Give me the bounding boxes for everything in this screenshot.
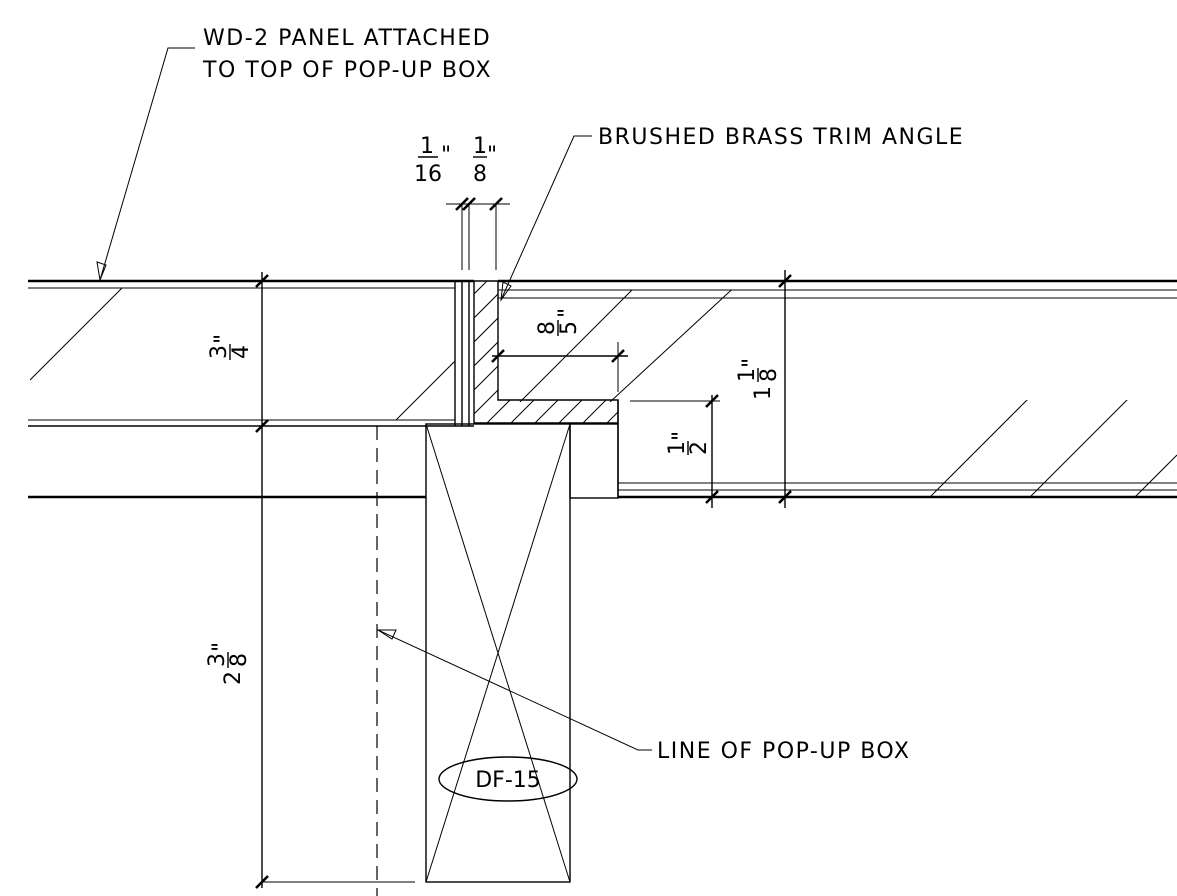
dim-num: 1 [665, 441, 690, 455]
dim-num: 1 [420, 134, 434, 159]
dim-den: 8 [227, 653, 252, 667]
dim-den: 8 [473, 162, 487, 187]
right-panel-hatch [519, 290, 733, 402]
dim-gap [446, 197, 510, 270]
dim-right-depth: 1 1 8 " [735, 270, 792, 508]
dim-panel-thickness: 3 4 " [207, 272, 415, 889]
dim-num: 1 [735, 368, 760, 382]
note-text: LINE OF POP-UP BOX [657, 739, 910, 764]
base-hatch [929, 400, 1177, 498]
note-trim-angle: BRUSHED BRASS TRIM ANGLE [500, 125, 964, 302]
note-line-2: TO TOP OF POP-UP BOX [202, 58, 492, 83]
dim-mark: " [739, 358, 764, 368]
dim-num: 5 [557, 321, 582, 335]
detail-tag: DF-15 [438, 756, 578, 802]
wood-grain-hatch [30, 288, 455, 420]
dim-num: 3 [205, 653, 230, 667]
dim-box-height-label: 2 3 8 " [205, 642, 252, 685]
dim-mark: " [669, 431, 694, 441]
dim-num: 3 [207, 345, 232, 359]
note-wd2-panel: WD-2 PANEL ATTACHED TO TOP OF POP-UP BOX [96, 26, 492, 282]
dim-mark: " [209, 642, 234, 652]
note-text: BRUSHED BRASS TRIM ANGLE [598, 125, 964, 150]
wd2-panel-right [498, 279, 1177, 402]
dim-den: 8 [535, 321, 560, 335]
dim-mark: " [487, 143, 497, 168]
dim-gap-b-label: 1 8 " [473, 134, 497, 187]
dim-angle-leg: 5 8 " [491, 308, 628, 392]
trim-hatch [474, 281, 618, 423]
dim-mark: " [441, 143, 451, 168]
dim-gap-a-label: 1 16 " [414, 134, 451, 187]
note-line-1: WD-2 PANEL ATTACHED [203, 26, 491, 51]
dim-mark: " [211, 334, 236, 344]
wd2-panel-left [28, 279, 474, 427]
dim-whole: 1 [751, 386, 776, 400]
dim-den: 4 [229, 345, 254, 359]
gap-spacer [461, 281, 470, 426]
note-popup-line: LINE OF POP-UP BOX [376, 629, 910, 764]
dim-den: 8 [757, 368, 782, 382]
dim-num: 1 [473, 134, 487, 159]
brass-trim-angle [473, 280, 619, 424]
dim-reveal: 1 2 " [630, 394, 720, 508]
tag-text: DF-15 [475, 768, 541, 793]
popup-box-blocking [425, 423, 619, 883]
right-base [617, 400, 1177, 499]
dim-whole: 2 [221, 671, 246, 685]
dim-den: 16 [414, 162, 442, 187]
dim-den: 2 [687, 441, 712, 455]
dim-mark: " [555, 308, 580, 318]
